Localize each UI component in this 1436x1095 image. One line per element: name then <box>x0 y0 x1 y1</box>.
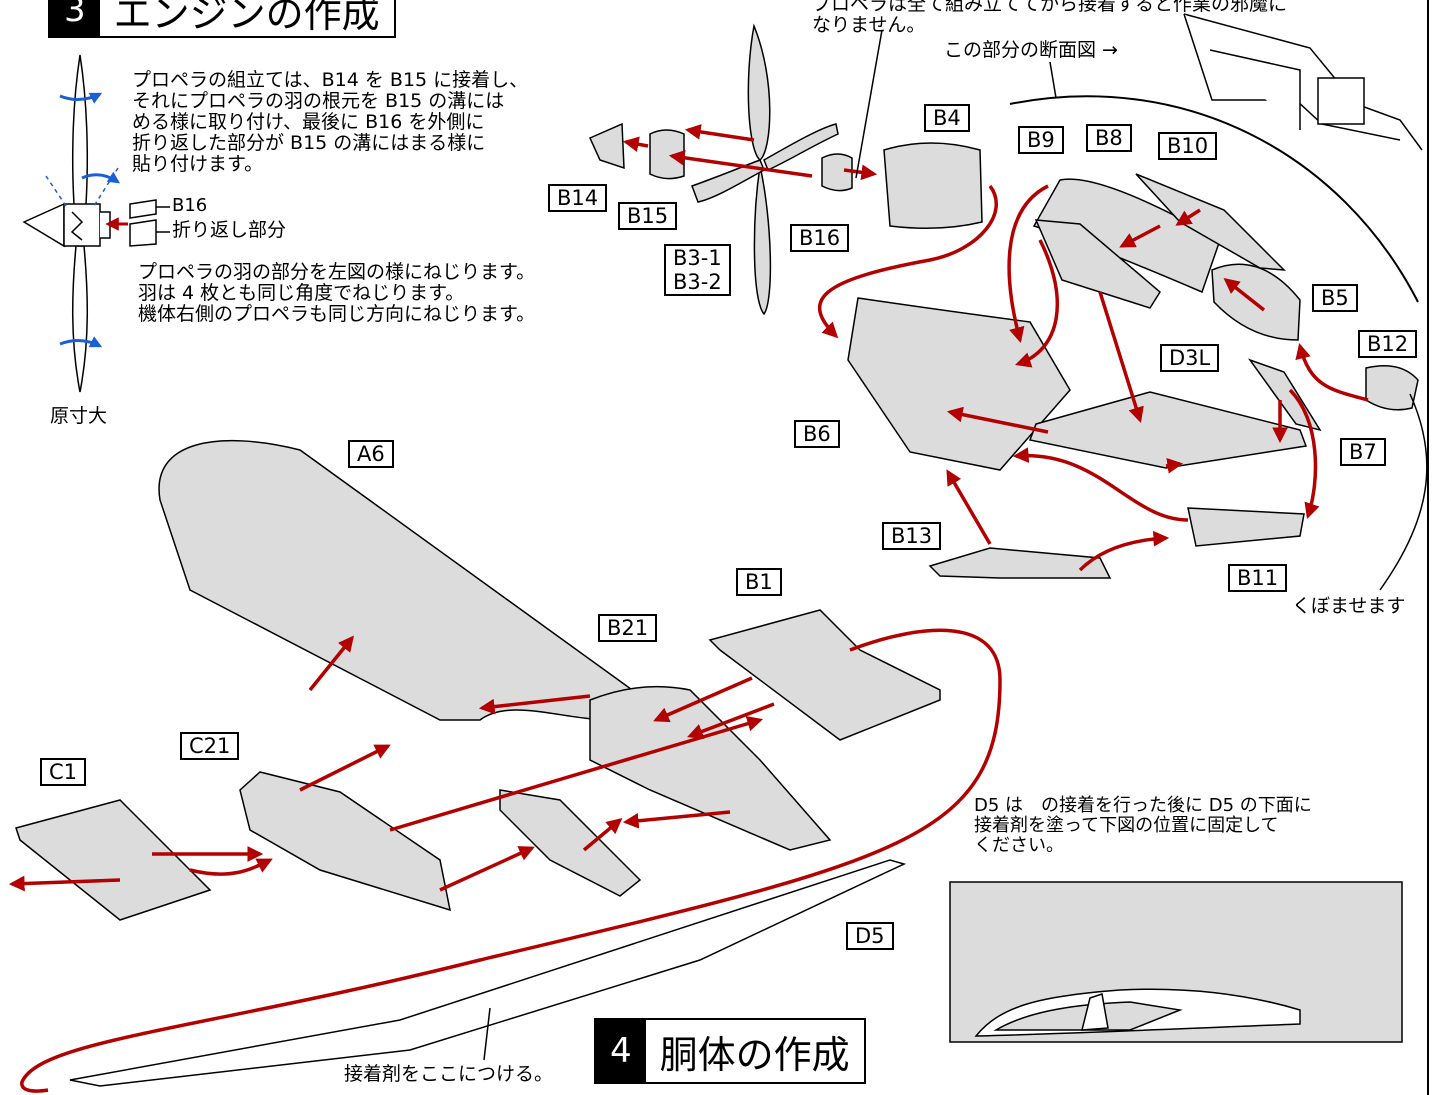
engine-parts <box>847 142 1419 579</box>
cross-section-detail <box>1183 13 1423 151</box>
dent-leader-line <box>1379 393 1428 591</box>
section-3-title: エンジンの作成 <box>113 0 380 36</box>
note-glue-here: 接着剤をここにつける。 <box>344 1063 554 1085</box>
note-propeller-assembly: プロペラの組立ては、B14 を B15 に接着し、 それにプロペラの羽の根元を … <box>132 69 529 175</box>
section-4-title: 胴体の作成 <box>659 1032 850 1077</box>
part-label-c1: C1 <box>40 758 87 786</box>
fuselage-parts <box>15 439 941 1087</box>
propeller-arrows <box>622 124 878 181</box>
part-label-b9: B9 <box>1018 126 1064 154</box>
part-label-c21: C21 <box>180 732 240 760</box>
section-4-heading: 4 胴体の作成 <box>594 1018 866 1084</box>
note-cross-section: この部分の断面図 → <box>944 39 1118 61</box>
part-label-b6: B6 <box>794 420 840 448</box>
part-c1-shape <box>15 799 212 921</box>
part-b-lower-shape <box>499 789 642 897</box>
note-dent: くぼませます <box>1292 595 1406 617</box>
part-label-b13: B13 <box>882 522 942 550</box>
part-a6-shape <box>158 439 662 721</box>
part-label-d3l: D3L <box>1160 344 1220 372</box>
d5-placement-detail <box>949 881 1403 1043</box>
fuselage-outline-curve <box>1009 95 1419 303</box>
fuselage-arrows <box>8 628 1002 1093</box>
part-b21-shape <box>589 685 832 851</box>
propeller-parts <box>589 23 853 316</box>
part-label-b1: B1 <box>736 568 782 596</box>
part-label-b3: B3-1 B3-2 <box>664 244 731 296</box>
part-label-b8: B8 <box>1086 124 1132 152</box>
section-3-heading: 3 エンジンの作成 <box>48 0 396 38</box>
part-label-a6: A6 <box>348 440 394 468</box>
part-label-b12: B12 <box>1358 330 1418 358</box>
label-fold-part: 折り返し部分 <box>172 219 287 241</box>
engine-arrows <box>817 184 1369 572</box>
part-label-b15: B15 <box>618 202 678 230</box>
part-label-b11: B11 <box>1228 564 1288 592</box>
label-b16-detail: B16 <box>172 195 208 216</box>
rotation-indicators <box>45 92 120 348</box>
part-label-b7: B7 <box>1340 438 1386 466</box>
part-label-b5: B5 <box>1312 284 1358 312</box>
note-twist-blades: プロペラの羽の部分を左図の様にねじります。 羽は 4 枚とも同じ角度でねじります… <box>138 261 536 325</box>
part-d5-shape <box>69 859 907 1087</box>
part-label-b4: B4 <box>924 104 970 132</box>
note-propeller-assemble-first: プロペラは全て組み立ててから接着すると作業の邪魔に なりません。 <box>812 0 1288 36</box>
part-b1-shape <box>708 609 941 741</box>
b16-fold-detail <box>129 199 170 247</box>
part-label-b14: B14 <box>548 184 608 212</box>
section-4-number: 4 <box>596 1020 646 1082</box>
part-label-d5: D5 <box>846 922 894 950</box>
section-3-number: 3 <box>50 0 100 36</box>
part-label-b16: B16 <box>790 224 850 252</box>
part-c21-shape <box>239 771 451 912</box>
part-label-b21: B21 <box>598 614 658 642</box>
label-actual-size: 原寸大 <box>50 405 108 427</box>
part-label-b10: B10 <box>1158 132 1218 160</box>
note-d5-placement: D5 は の接着を行った後に D5 の下面に 接着剤を塗って下図の位置に固定して… <box>974 795 1312 856</box>
